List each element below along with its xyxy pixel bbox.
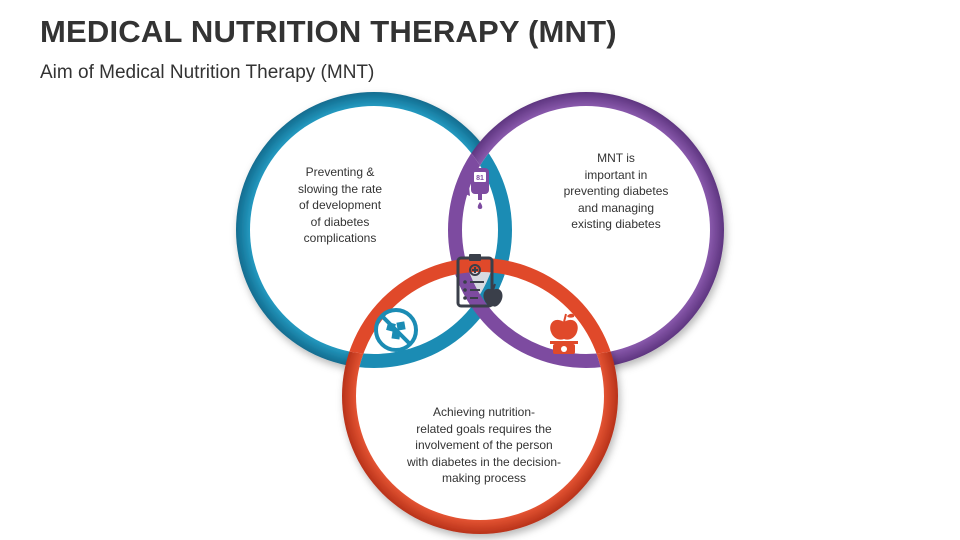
caption-red-line: making process <box>441 471 527 485</box>
caption-purple-line: MNT is <box>597 151 635 165</box>
caption-purple-line: important in <box>584 167 648 182</box>
glucose-meter-icon: 81 <box>465 168 489 209</box>
caption-red-line: related goals requires the <box>416 421 552 436</box>
caption-blue-line: slowing the rate <box>297 181 383 196</box>
page-title: MEDICAL NUTRITION THERAPY (MNT) <box>40 14 617 49</box>
caption-red-line: with diabetes in the decision- <box>406 454 562 469</box>
caption-red-line: involvement of the person <box>415 438 553 452</box>
caption-purple-line: and managing <box>577 200 655 215</box>
caption-red: Achieving nutrition- related goals requi… <box>396 404 572 487</box>
caption-blue-line: complications <box>303 231 377 245</box>
clipboard-apple-icon <box>456 254 503 308</box>
caption-purple-line: existing diabetes <box>571 217 661 231</box>
caption-purple: MNT is important in preventing diabetes … <box>549 150 683 233</box>
caption-blue-line: of diabetes <box>310 214 370 229</box>
svg-text:81: 81 <box>476 175 484 182</box>
caption-blue: Preventing & slowing the rate of develop… <box>282 164 398 247</box>
apple-scale-icon <box>550 313 578 354</box>
caption-red-line: Achieving nutrition- <box>432 405 536 419</box>
disc-red <box>356 272 604 520</box>
caption-blue-line: of development <box>298 198 382 212</box>
no-sugar-icon <box>374 308 418 352</box>
page-subtitle: Aim of Medical Nutrition Therapy (MNT) <box>40 62 375 83</box>
caption-blue-line: Preventing & <box>305 165 375 179</box>
caption-purple-line: preventing diabetes <box>563 184 669 198</box>
